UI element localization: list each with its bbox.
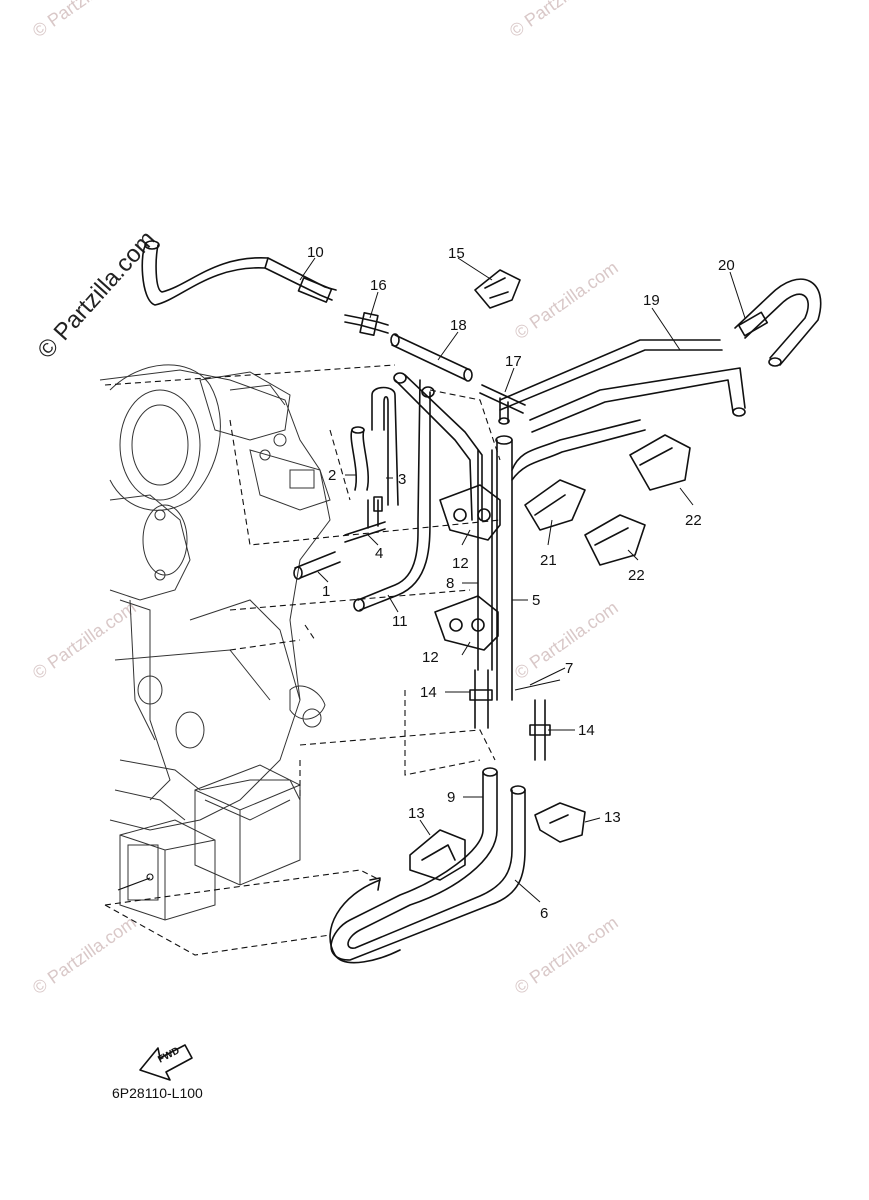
callout-12-lower[interactable]: 12 bbox=[422, 649, 439, 666]
callout-6[interactable]: 6 bbox=[540, 905, 548, 922]
diagram-code: 6P28110-L100 bbox=[112, 1085, 203, 1101]
watermark-brand: © Partzilla.com bbox=[32, 226, 160, 364]
callout-13-left[interactable]: 13 bbox=[408, 805, 425, 822]
watermark-small: © Partzilla.com bbox=[29, 597, 140, 683]
reference-lines bbox=[104, 364, 501, 956]
callout-2[interactable]: 2 bbox=[328, 467, 336, 484]
clamps bbox=[409, 269, 691, 881]
callout-22-lower[interactable]: 22 bbox=[628, 567, 645, 584]
callout-16[interactable]: 16 bbox=[370, 277, 387, 294]
callout-11[interactable]: 11 bbox=[392, 613, 408, 630]
callout-3[interactable]: 3 bbox=[398, 471, 406, 488]
watermark-small: © Partzilla.com bbox=[511, 912, 622, 998]
callout-8[interactable]: 8 bbox=[446, 575, 454, 592]
callout-1[interactable]: 1 bbox=[322, 583, 330, 600]
callout-21[interactable]: 21 bbox=[540, 552, 557, 569]
watermark-small: © Partzilla.com bbox=[511, 257, 622, 343]
callout-17[interactable]: 17 bbox=[505, 353, 522, 370]
callout-14-right[interactable]: 14 bbox=[578, 722, 595, 739]
fwd-arrow-icon: FWD bbox=[139, 1044, 193, 1081]
callout-18[interactable]: 18 bbox=[450, 317, 467, 334]
engine-block bbox=[99, 364, 331, 921]
callout-9[interactable]: 9 bbox=[447, 789, 455, 806]
callout-22-upper[interactable]: 22 bbox=[685, 512, 702, 529]
callout-20[interactable]: 20 bbox=[718, 257, 735, 274]
watermark-small: © Partzilla.com bbox=[29, 0, 140, 41]
callout-7[interactable]: 7 bbox=[565, 660, 573, 677]
leader-lines bbox=[299, 257, 746, 903]
callout-4[interactable]: 4 bbox=[375, 545, 383, 562]
callout-14-left[interactable]: 14 bbox=[420, 684, 437, 701]
watermark-small: © Partzilla.com bbox=[29, 912, 140, 998]
callout-12-upper[interactable]: 12 bbox=[452, 555, 469, 572]
callout-5[interactable]: 5 bbox=[532, 592, 540, 609]
callout-13-right[interactable]: 13 bbox=[604, 809, 621, 826]
callout-15[interactable]: 15 bbox=[448, 245, 465, 262]
fwd-label: FWD bbox=[156, 1045, 181, 1065]
watermark-small: © Partzilla.com bbox=[506, 0, 617, 41]
callout-labels: 10 16 15 18 17 19 20 2 3 4 1 11 12 8 5 1… bbox=[307, 244, 735, 922]
callout-10[interactable]: 10 bbox=[307, 244, 324, 261]
callout-19[interactable]: 19 bbox=[643, 292, 660, 309]
